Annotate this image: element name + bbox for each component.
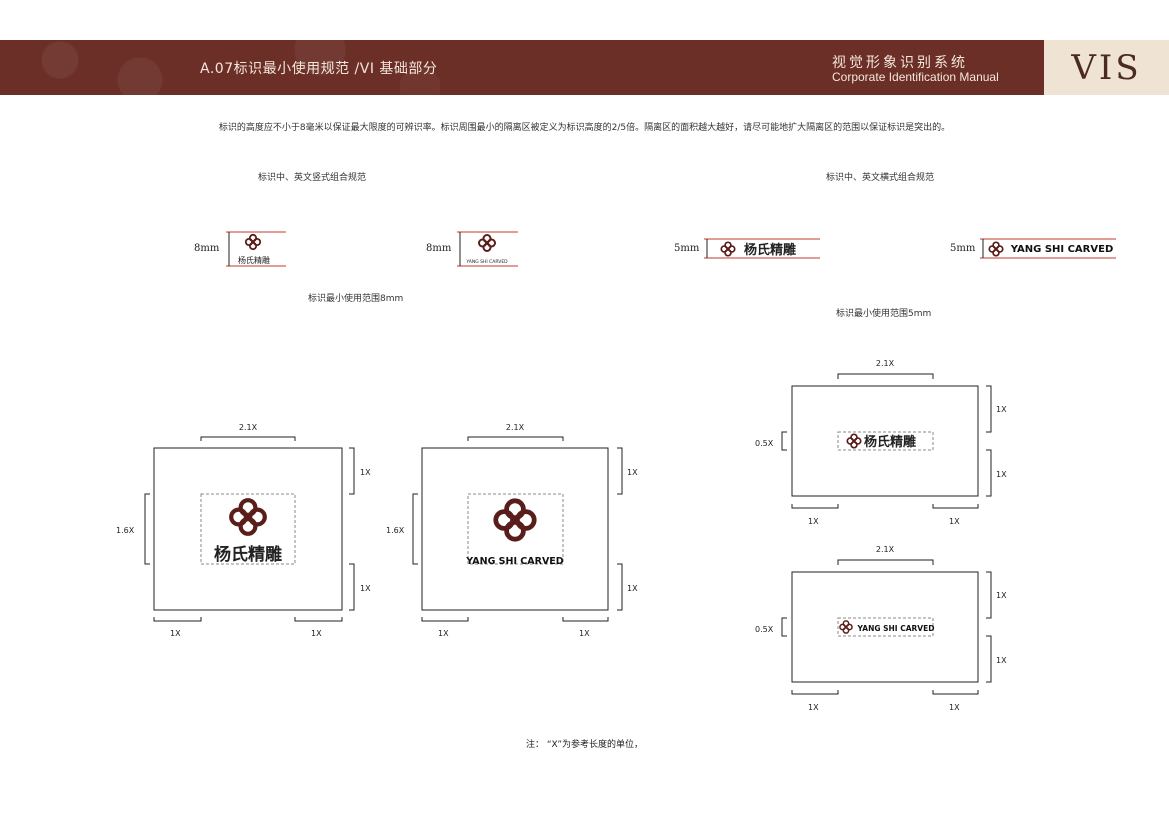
mini-logo-h-en-text: YANG SHI CARVED bbox=[1010, 244, 1114, 255]
logo-en-text: YANG SHI CARVED bbox=[465, 556, 563, 567]
horizontal-heading: 标识中、英文横式组合规范 bbox=[826, 173, 935, 183]
dimension-label: 1X bbox=[996, 405, 1007, 414]
dimension-label: 1X bbox=[808, 517, 819, 526]
vis-badge bbox=[1044, 40, 1169, 95]
dimension-label: 1X bbox=[170, 629, 181, 638]
mini-logo-horizontal-en: YANG SHI CARVED bbox=[980, 238, 1116, 259]
mini-logo-h-cn-text: 杨氏精雕 bbox=[744, 242, 796, 258]
size-label-horizontal-cn: 5mm bbox=[674, 243, 700, 254]
section-title: A.07标识最小使用规范 /VI 基础部分 bbox=[200, 61, 438, 77]
mini-logo-en-text: YANG SHI CARVED bbox=[465, 259, 508, 265]
dimension-label: 1X bbox=[996, 470, 1007, 479]
dimension-label: 1X bbox=[579, 629, 590, 638]
dimension-label: 1X bbox=[808, 703, 819, 712]
logo-h-cn-text: 杨氏精雕 bbox=[864, 434, 916, 450]
mini-logo-cn-text: 杨氏精雕 bbox=[238, 255, 270, 265]
dimension-label: 1.6X bbox=[386, 526, 405, 535]
vis-label: VIS bbox=[1071, 48, 1142, 88]
logo-h-en-text: YANG SHI CARVED bbox=[857, 624, 935, 633]
intro-text: 标识的高度应不小于8毫米以保证最大限度的可辨识率。标识周围最小的隔离区被定义为标… bbox=[218, 123, 951, 133]
mini-logo-horizontal-cn: 杨氏精雕 bbox=[704, 238, 820, 259]
size-label-vertical-en: 8mm bbox=[426, 243, 452, 254]
footnote: 注： “X”为参考长度的单位， bbox=[526, 740, 643, 750]
dimension-label: 1X bbox=[360, 584, 371, 593]
diagram-vertical-en: 2.1X 1X 1X 1.6X 1X 1X YANG SHI CARVED bbox=[386, 423, 638, 638]
dimension-label: 2.1X bbox=[506, 423, 525, 432]
size-label-horizontal-en: 5mm bbox=[950, 243, 976, 254]
dimension-label: 1X bbox=[627, 468, 638, 477]
vertical-heading: 标识中、英文竖式组合规范 bbox=[258, 173, 367, 183]
dimension-label: 2.1X bbox=[876, 545, 895, 554]
diagram-horizontal-cn: 2.1X 1X 1X 0.5X 1X 1X 杨氏精雕 bbox=[755, 359, 1007, 526]
dimension-label: 1.6X bbox=[116, 526, 135, 535]
diagram-horizontal-en: 2.1X 1X 1X 0.5X 1X 1X YANG SHI CARVED bbox=[755, 545, 1007, 712]
mini-logo-vertical-cn: 杨氏精雕 bbox=[226, 231, 286, 267]
horizontal-range-label: 标识最小使用范围5mm bbox=[836, 309, 932, 319]
size-label-vertical-cn: 8mm bbox=[194, 243, 220, 254]
dimension-label: 1X bbox=[627, 584, 638, 593]
brand-title-en: Corporate Identification Manual bbox=[832, 70, 999, 84]
dimension-label: 1X bbox=[311, 629, 322, 638]
dimension-label: 2.1X bbox=[239, 423, 258, 432]
dimension-label: 1X bbox=[996, 656, 1007, 665]
brand-title-cn: 视觉形象识别系统 bbox=[832, 55, 968, 71]
dimension-label: 1X bbox=[360, 468, 371, 477]
dimension-label: 1X bbox=[438, 629, 449, 638]
dimension-label: 2.1X bbox=[876, 359, 895, 368]
vertical-range-label: 标识最小使用范围8mm bbox=[308, 294, 404, 304]
dimension-label: 1X bbox=[949, 703, 960, 712]
dimension-label: 0.5X bbox=[755, 625, 774, 634]
dimension-label: 1X bbox=[996, 591, 1007, 600]
dimension-label: 1X bbox=[949, 517, 960, 526]
header-banner bbox=[0, 40, 1169, 95]
dimension-label: 0.5X bbox=[755, 439, 774, 448]
mini-logo-vertical-en: YANG SHI CARVED bbox=[457, 231, 518, 267]
diagram-vertical-cn: 2.1X 1X 1X 1.6X 1X 1X 杨氏精雕 bbox=[116, 423, 371, 638]
logo-cn-text: 杨氏精雕 bbox=[214, 544, 282, 565]
